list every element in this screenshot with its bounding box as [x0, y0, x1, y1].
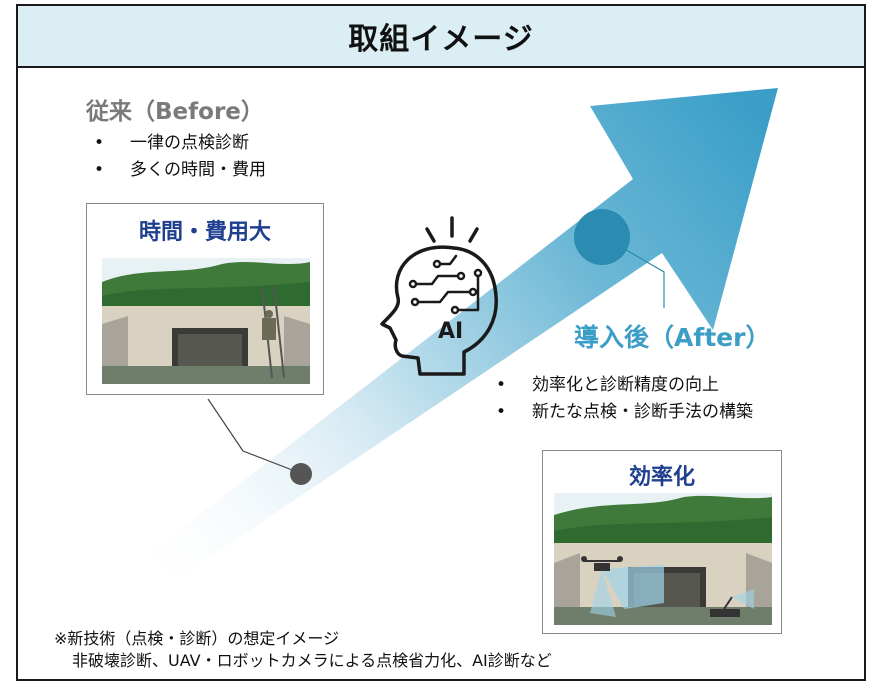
- diagram-frame: 取組イメージ: [16, 4, 866, 681]
- before-image-box: 時間・費用大: [86, 203, 324, 395]
- after-image-label: 効率化: [628, 465, 695, 490]
- after-image-box: 効率化: [542, 450, 782, 634]
- before-image-label: 時間・費用大: [138, 220, 271, 245]
- before-bullet-item: 一律の点検診断: [86, 130, 266, 157]
- header-bar: 取組イメージ: [18, 6, 864, 68]
- drone-robot-inspection-illustration: [554, 493, 772, 625]
- footnote-line-1: ※新技術（点検・診断）の想定イメージ: [54, 629, 340, 648]
- culvert-inspection-illustration: [102, 258, 310, 384]
- ai-label: AI: [438, 319, 463, 344]
- footnote-line-2: 非破壊診断、UAV・ロボットカメラによる点検省力化、AI診断など: [72, 651, 552, 670]
- after-marker: [574, 209, 630, 265]
- before-connector-line: [242, 450, 301, 474]
- after-bullet-list: 効率化と診断精度の向上 新たな点検・診断手法の構築: [488, 372, 753, 426]
- before-bullet-list: 一律の点検診断 多くの時間・費用: [86, 130, 266, 184]
- before-marker: [290, 463, 312, 485]
- before-bullet-item: 多くの時間・費用: [86, 157, 266, 184]
- page-title: 取組イメージ: [348, 22, 534, 57]
- before-title: 従来（Before）: [86, 99, 264, 125]
- after-bullet-item: 効率化と診断精度の向上: [488, 372, 753, 399]
- footnote: ※新技術（点検・診断）の想定イメージ 非破壊診断、UAV・ロボットカメラによる点…: [54, 628, 552, 672]
- after-bullet-item: 新たな点検・診断手法の構築: [488, 399, 753, 426]
- after-title: 導入後（After）: [574, 323, 771, 352]
- arrow-diagram: AI: [100, 88, 778, 612]
- after-connector-line: [615, 243, 665, 308]
- ai-brain-head-icon: [380, 216, 498, 376]
- before-connector-line: [207, 398, 244, 452]
